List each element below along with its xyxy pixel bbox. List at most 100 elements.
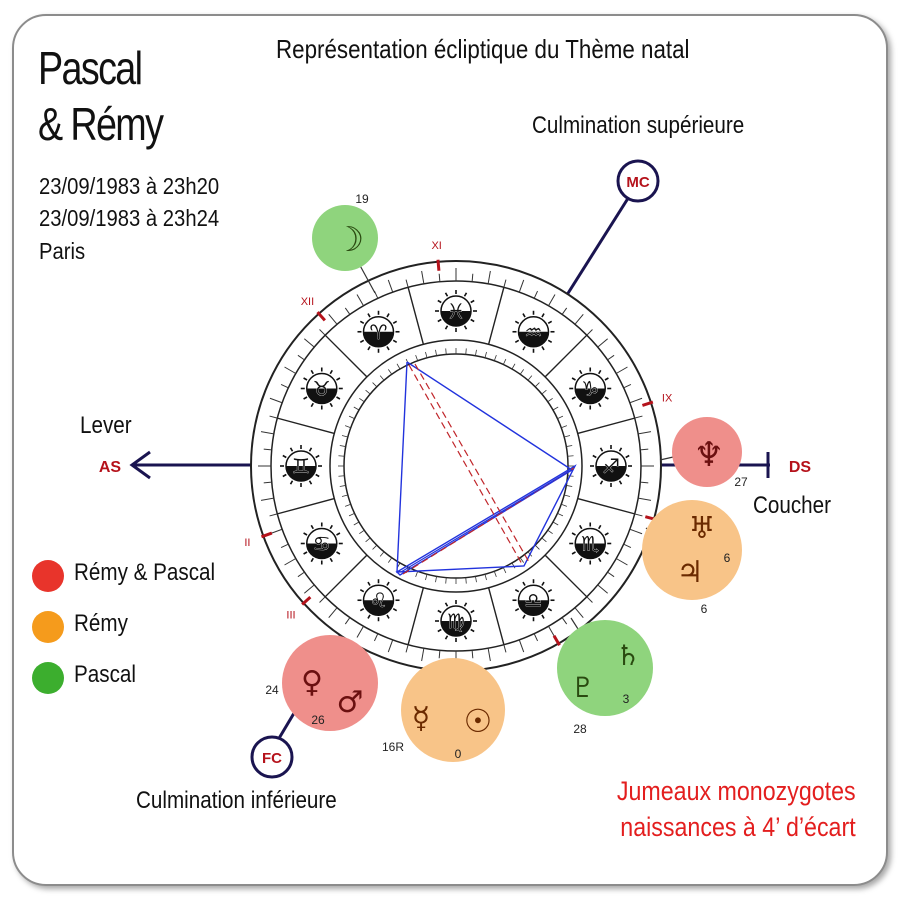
inner-tick xyxy=(561,503,568,507)
degree-tick xyxy=(269,415,278,419)
inner-tick xyxy=(338,475,345,477)
fc-marker-label: FC xyxy=(262,750,282,767)
saturn-pluto-bubble xyxy=(557,620,653,716)
inner-tick xyxy=(372,382,378,388)
birth-date-1: 23/09/1983 à 23h20 xyxy=(39,173,220,199)
degree-tick xyxy=(623,383,632,389)
degree-tick xyxy=(438,650,441,659)
twin-names: Pascal & Rémy xyxy=(38,40,164,152)
degree-tick xyxy=(640,481,649,484)
mercury-degree: 16R xyxy=(382,740,404,754)
inner-tick xyxy=(564,494,571,497)
neptune-bubble xyxy=(672,417,742,487)
degree-tick xyxy=(597,584,608,594)
degree-tick xyxy=(284,366,297,374)
svg-text:♎: ♎ xyxy=(525,588,543,612)
degree-tick xyxy=(269,513,278,517)
libra-icon: ♎ xyxy=(512,579,555,622)
house-cusp-marker xyxy=(301,596,312,606)
mc-axis: MC xyxy=(563,159,660,299)
svg-text:♉: ♉ xyxy=(313,377,331,401)
inner-tick xyxy=(359,397,365,403)
degree-tick xyxy=(518,639,525,653)
house-cusp-marker xyxy=(316,311,326,322)
neptune-icon: ♆ xyxy=(694,435,724,475)
inner-tick xyxy=(353,521,360,526)
degree-tick xyxy=(487,270,491,284)
degree-tick xyxy=(586,329,593,336)
degree-tick xyxy=(634,513,643,517)
inner-tick xyxy=(566,445,573,447)
inner-tick xyxy=(425,351,428,358)
name-line-2: & Rémy xyxy=(38,98,164,150)
jupiter-degree: 6 xyxy=(701,602,708,616)
house-cusp-marker xyxy=(436,259,441,271)
sign-divider xyxy=(487,587,505,645)
aspect-lines xyxy=(395,361,577,576)
legend-dot-pascal xyxy=(32,662,64,694)
inner-tick xyxy=(552,406,559,411)
inner-tick xyxy=(415,354,419,361)
degree-tick xyxy=(280,543,289,549)
sign-divider xyxy=(487,287,505,345)
degree-tick xyxy=(561,307,568,315)
inner-tick xyxy=(348,415,355,420)
taurus-icon: ♉ xyxy=(300,367,343,410)
degree-tick xyxy=(421,270,425,284)
degree-tick xyxy=(328,607,338,618)
inner-tick xyxy=(566,485,573,487)
svg-text:♈: ♈ xyxy=(370,320,388,344)
inner-tick xyxy=(465,348,467,355)
degree-tick xyxy=(629,397,643,404)
aries-icon: ♈ xyxy=(357,310,400,353)
svg-text:♐: ♐ xyxy=(602,454,620,478)
legend-label-both: Rémy & Pascal xyxy=(74,559,216,586)
degree-tick xyxy=(405,279,409,288)
as-caption: Lever xyxy=(80,412,132,439)
inner-tick xyxy=(557,512,564,517)
page-title: Représentation écliptique du Thème natal xyxy=(276,34,690,64)
fc-caption: Culmination inférieure xyxy=(136,787,337,814)
leo-icon: ♌ xyxy=(357,579,400,622)
sign-divider xyxy=(277,497,335,515)
degree-tick xyxy=(421,648,425,662)
house-label: XII xyxy=(301,296,314,308)
uranus-degree: 6 xyxy=(724,551,731,565)
inner-tick xyxy=(379,551,385,557)
degree-tick xyxy=(607,354,615,361)
gemini-icon: ♊ xyxy=(280,445,322,487)
legend-label-remy: Rémy xyxy=(74,610,128,637)
house-cusp-marker xyxy=(260,531,273,539)
inner-tick xyxy=(344,425,351,429)
inner-tick xyxy=(365,389,371,395)
sign-divider xyxy=(407,287,425,345)
inner-tick xyxy=(511,562,516,569)
degree-tick xyxy=(304,338,315,348)
degree-tick xyxy=(615,558,628,566)
degree-tick xyxy=(304,584,315,594)
sign-divider xyxy=(324,334,368,378)
as-axis: AS xyxy=(99,450,252,480)
mercury-sun-bubble xyxy=(401,658,505,762)
house-label: III xyxy=(286,610,295,622)
aquarius-icon: ♒ xyxy=(512,310,555,353)
degree-tick xyxy=(623,543,632,549)
degree-tick xyxy=(597,338,608,348)
moon-icon: ☽ xyxy=(334,220,364,260)
inner-tick xyxy=(387,557,393,563)
degree-tick xyxy=(356,625,364,638)
inner-tick xyxy=(534,544,540,550)
degree-tick xyxy=(574,314,584,325)
degree-tick xyxy=(638,431,652,435)
svg-text:♑: ♑ xyxy=(581,377,599,401)
degree-tick xyxy=(319,596,326,603)
inner-tick xyxy=(435,349,437,356)
inner-tick xyxy=(552,521,559,526)
ds-marker-label: DS xyxy=(789,459,812,476)
mc-marker-label: MC xyxy=(626,174,649,191)
mc-caption: Culmination supérieure xyxy=(532,112,745,139)
inner-tick xyxy=(541,537,547,543)
degree-tick xyxy=(574,607,584,618)
house-cusp-marker xyxy=(641,400,654,407)
